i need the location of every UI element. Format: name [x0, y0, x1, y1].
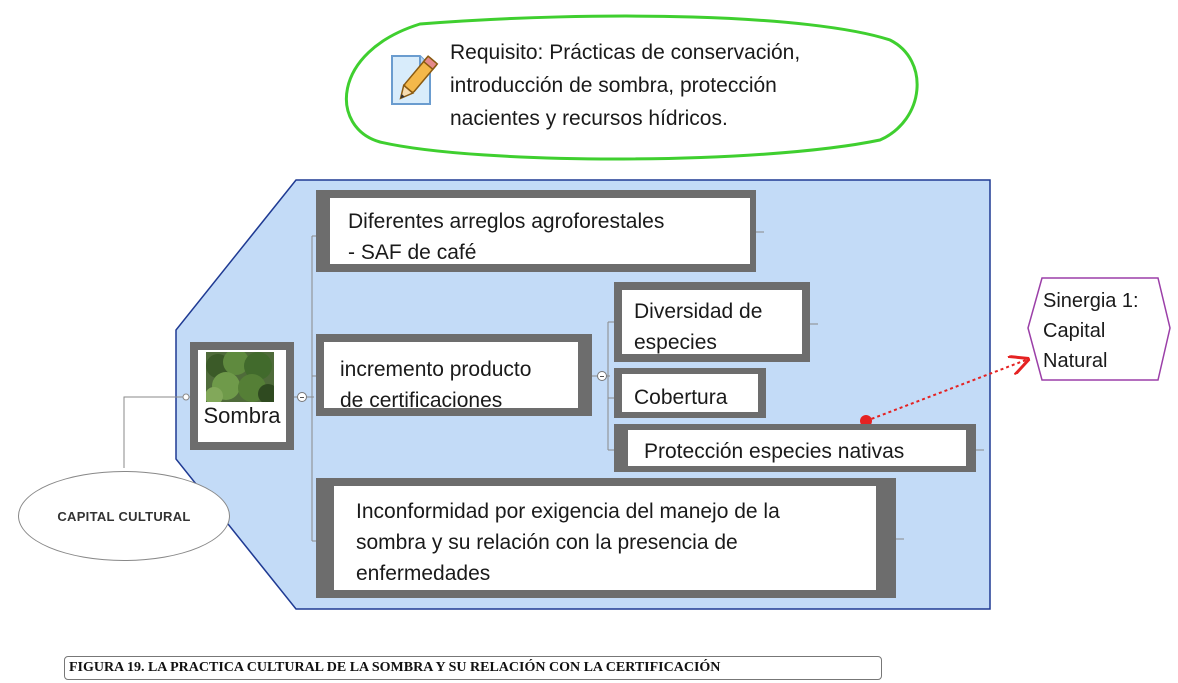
requirement-line: introducción de sombra, protección [450, 74, 777, 97]
sub-branch-diversidad[interactable]: Diversidad de especies [614, 282, 810, 362]
requirement-line: nacientes y recursos hídricos. [450, 107, 728, 130]
branch-arreglos-line: - SAF de café [348, 241, 477, 264]
root-node-capital-cultural[interactable]: CAPITAL CULTURAL [18, 471, 230, 561]
synergy-line: Capital [1043, 320, 1106, 342]
sub-diversidad-line: especies [634, 331, 717, 354]
synergy-node[interactable]: Sinergia 1: Capital Natural [1043, 286, 1173, 376]
note-pencil-icon [391, 55, 439, 105]
sub-branch-cobertura[interactable]: Cobertura [614, 368, 766, 418]
sombra-node[interactable]: Sombra [190, 342, 294, 450]
sub-diversidad-line: Diversidad de [634, 300, 763, 323]
branch-incremento-line: de certificaciones [340, 389, 503, 412]
root-connector-dot [182, 393, 190, 401]
figure-caption: FIGURA 19. LA PRACTICA CULTURAL DE LA SO… [64, 656, 882, 680]
branch-inconformidad[interactable]: Inconformidad por exigencia del manejo d… [316, 478, 896, 598]
sub-branch-proteccion[interactable]: Protección especies nativas [614, 424, 976, 472]
branch-inconformidad-line: Inconformidad por exigencia del manejo d… [356, 500, 780, 523]
trees-photo [206, 352, 274, 402]
relationship-arrow [865, 360, 1026, 422]
synergy-line: Natural [1043, 350, 1108, 372]
root-label: CAPITAL CULTURAL [57, 508, 191, 524]
sombra-collapse-toggle[interactable] [297, 392, 307, 402]
branch-inconformidad-line: enfermedades [356, 562, 491, 585]
branch-arreglos-line: Diferentes arreglos agroforestales [348, 210, 665, 233]
branch-incremento-line: incremento producto [340, 358, 532, 381]
sub-cobertura-label: Cobertura [634, 386, 728, 409]
requirement-callout [345, 14, 919, 161]
requirement-line: Requisito: Prácticas de conservación, [450, 41, 801, 64]
branch-incremento[interactable]: incremento producto de certificaciones [316, 334, 592, 416]
branch-inconformidad-line: sombra y su relación con la presencia de [356, 531, 738, 554]
synergy-line: Sinergia 1: [1043, 290, 1139, 312]
sub-proteccion-label: Protección especies nativas [644, 440, 905, 463]
sombra-label: Sombra [203, 403, 281, 428]
synergy-shape [1027, 277, 1171, 381]
requirement-text: Requisito: Prácticas de conservación, in… [450, 36, 880, 135]
branch-arreglos[interactable]: Diferentes arreglos agroforestales - SAF… [316, 190, 756, 272]
incremento-collapse-toggle[interactable] [597, 371, 607, 381]
